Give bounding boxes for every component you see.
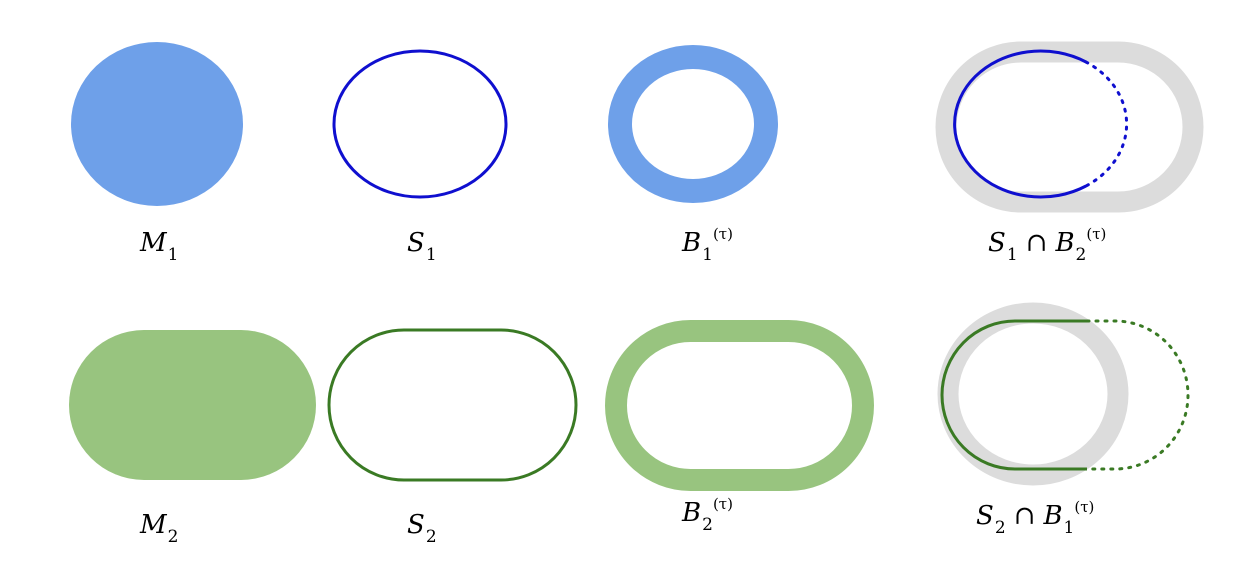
label-b2: B2(τ) [682, 495, 733, 535]
b1-gray-band [937, 302, 1129, 486]
label-s2-cap-b1: S2∩B1(τ) [976, 498, 1095, 538]
label-m1: M1 [140, 228, 179, 265]
b2-gray-band [935, 41, 1204, 213]
label-s2: S2 [407, 510, 437, 547]
s1-outside-arc [1084, 60, 1129, 188]
m2-stadium [69, 330, 316, 480]
label-b1: B1(τ) [682, 225, 733, 265]
label-s1: S1 [407, 228, 437, 265]
s2-inside-path [940, 319, 1087, 471]
s1-inside-arc [953, 49, 1087, 199]
b1-band [608, 45, 778, 203]
m1-disk [71, 42, 243, 206]
s1-circle [332, 49, 508, 199]
label-m2: M2 [140, 510, 179, 547]
b2-band [605, 320, 874, 491]
s2-stadium [327, 328, 578, 482]
s2-outside-path [1085, 319, 1190, 471]
label-s1-cap-b2: S1∩B2(τ) [988, 225, 1107, 265]
